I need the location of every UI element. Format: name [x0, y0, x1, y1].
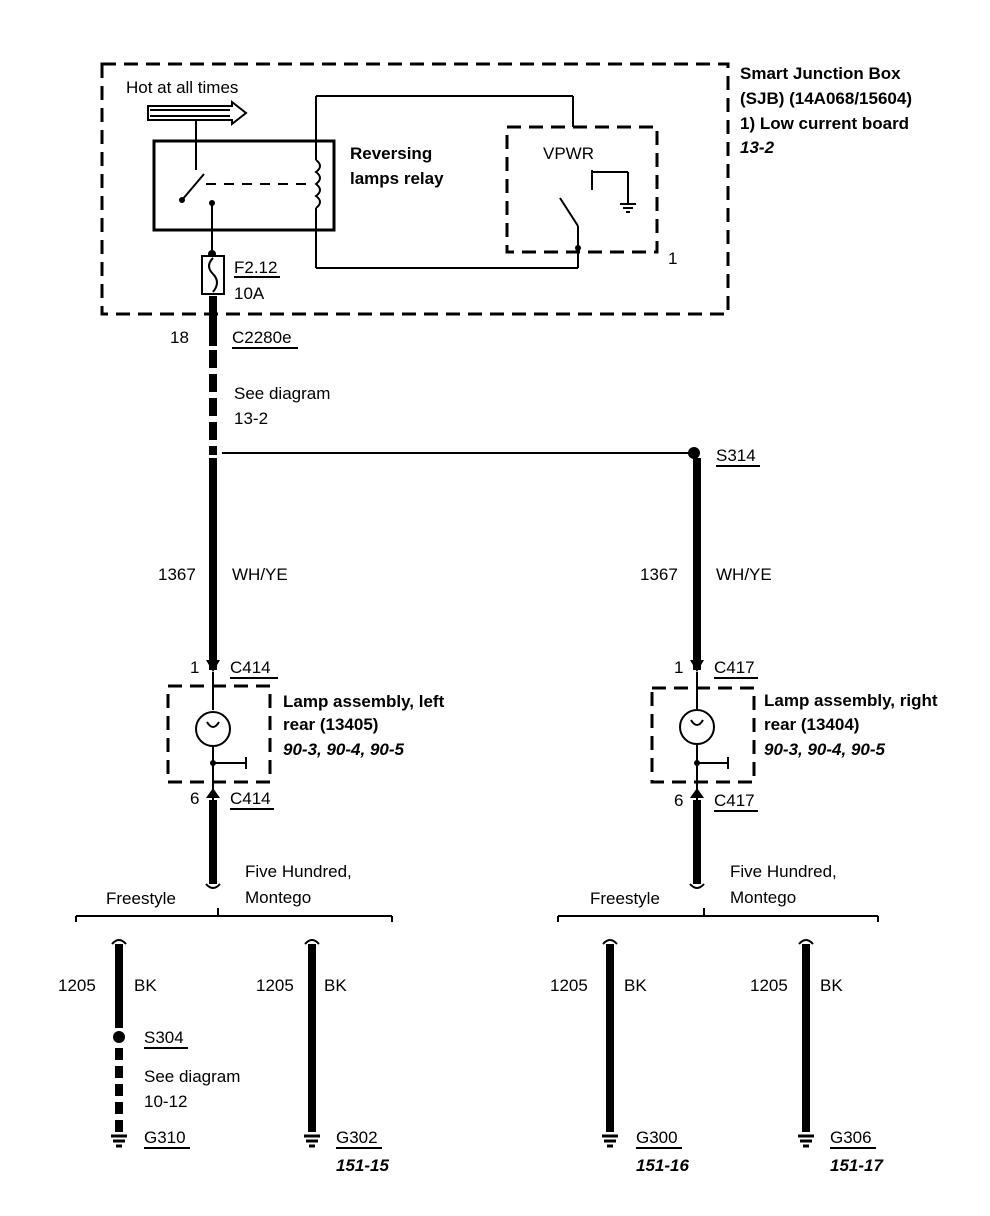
fuse-id: F2.12 [234, 258, 277, 277]
relay-contact-dot [179, 197, 185, 203]
sjb-board-label: 1) Low current board [740, 114, 909, 133]
relay-switch-contact [181, 173, 205, 201]
g300-color: BK [624, 976, 647, 995]
reversing-relay-box [152, 139, 336, 232]
g302-label: G302 [336, 1128, 378, 1147]
left-other-label-2: Montego [245, 888, 311, 907]
g310-ground-icon [111, 1134, 127, 1148]
left-pin-out: 6 [190, 789, 199, 808]
right-color: WH/YE [716, 565, 772, 584]
splice-s314-label: S314 [716, 446, 756, 465]
g306-label: G306 [830, 1128, 872, 1147]
s304-splice-dot [113, 1031, 125, 1043]
left-lamp-title-2: rear (13405) [283, 715, 378, 734]
g300-top-hook [602, 939, 618, 945]
right-other-label-2: Montego [730, 888, 796, 907]
right-freestyle-label: Freestyle [590, 889, 660, 908]
relay-label-2: lamps relay [350, 169, 444, 188]
g302-top-hook [304, 939, 320, 945]
left-connector-hook [205, 883, 221, 889]
left-circuit: 1367 [158, 565, 196, 584]
left-bulb-filament [206, 721, 220, 728]
sjb-title: Smart Junction Box [740, 64, 901, 83]
g306-color: BK [820, 976, 843, 995]
g310-see-diagram-1: See diagram [144, 1067, 240, 1086]
vpwr-ground-icon [620, 203, 636, 213]
right-lamp-box [650, 686, 756, 784]
right-conn-out: C417 [714, 791, 755, 810]
left-bulb-icon [195, 711, 231, 747]
vpwr-switch [559, 197, 579, 227]
right-lamp-title-2: rear (13404) [764, 715, 859, 734]
g310-see-diagram-2: 10-12 [144, 1092, 187, 1111]
sjb-boundary [100, 62, 730, 316]
hot-arrow-icon [147, 99, 248, 127]
g310-circuit: 1205 [58, 976, 96, 995]
g310-color: BK [134, 976, 157, 995]
g300-circuit: 1205 [550, 976, 588, 995]
g302-ground-icon [304, 1134, 320, 1148]
right-bulb-filament [690, 719, 704, 726]
right-circuit: 1367 [640, 565, 678, 584]
right-c417-out-arrow [690, 788, 704, 798]
left-lamp-box [166, 684, 272, 784]
g302-color: BK [324, 976, 347, 995]
g306-top-hook [798, 939, 814, 945]
vpwr-label: VPWR [543, 144, 594, 163]
vpwr-pin: 1 [668, 249, 677, 268]
left-freestyle-label: Freestyle [106, 889, 176, 908]
c2280e-name: C2280e [232, 328, 292, 347]
right-pin-in: 1 [674, 658, 683, 677]
right-bulb-icon [679, 709, 715, 745]
splice-s314-dot [688, 447, 700, 459]
vpwr-box [505, 125, 659, 254]
g300-label: G300 [636, 1128, 678, 1147]
left-lamp-title-1: Lamp assembly, left [283, 692, 445, 711]
right-lamp-refs: 90-3, 90-4, 90-5 [764, 740, 886, 759]
g306-ground-icon [798, 1134, 814, 1148]
right-pin-out: 6 [674, 791, 683, 810]
left-conn-out: C414 [230, 789, 271, 808]
right-other-label-1: Five Hundred, [730, 862, 837, 881]
relay-label-1: Reversing [350, 144, 432, 163]
left-conn-in: C414 [230, 658, 271, 677]
fuse-rating: 10A [234, 284, 265, 303]
g310-top-hook [111, 939, 127, 945]
g306-circuit: 1205 [750, 976, 788, 995]
see-diagram-top-1: See diagram [234, 384, 330, 403]
left-c414-in-arrow [206, 660, 220, 672]
g302-circuit: 1205 [256, 976, 294, 995]
right-c417-in-arrow [690, 660, 704, 672]
sjb-part-number: (SJB) (14A068/15604) [740, 89, 912, 108]
see-diagram-top-2: 13-2 [234, 409, 268, 428]
g300-ref: 151-16 [636, 1156, 689, 1175]
vpwr-contact-dot [575, 245, 581, 251]
relay-coil-icon [314, 159, 321, 209]
left-pin-in: 1 [190, 658, 199, 677]
left-c414-out-arrow [206, 788, 220, 798]
g302-ref: 151-15 [336, 1156, 389, 1175]
left-color: WH/YE [232, 565, 288, 584]
right-connector-hook [689, 883, 705, 889]
hot-at-all-times-label: Hot at all times [126, 78, 238, 97]
left-lamp-refs: 90-3, 90-4, 90-5 [283, 740, 405, 759]
c2280e-pin: 18 [170, 328, 189, 347]
left-other-label-1: Five Hundred, [245, 862, 352, 881]
right-conn-in: C417 [714, 658, 755, 677]
sjb-ref: 13-2 [740, 138, 775, 157]
g310-label: G310 [144, 1128, 186, 1147]
s304-label: S304 [144, 1028, 184, 1047]
g306-ref: 151-17 [830, 1156, 884, 1175]
fuse-element-icon [208, 257, 218, 293]
right-lamp-title-1: Lamp assembly, right [764, 691, 938, 710]
g300-ground-icon [602, 1134, 618, 1148]
